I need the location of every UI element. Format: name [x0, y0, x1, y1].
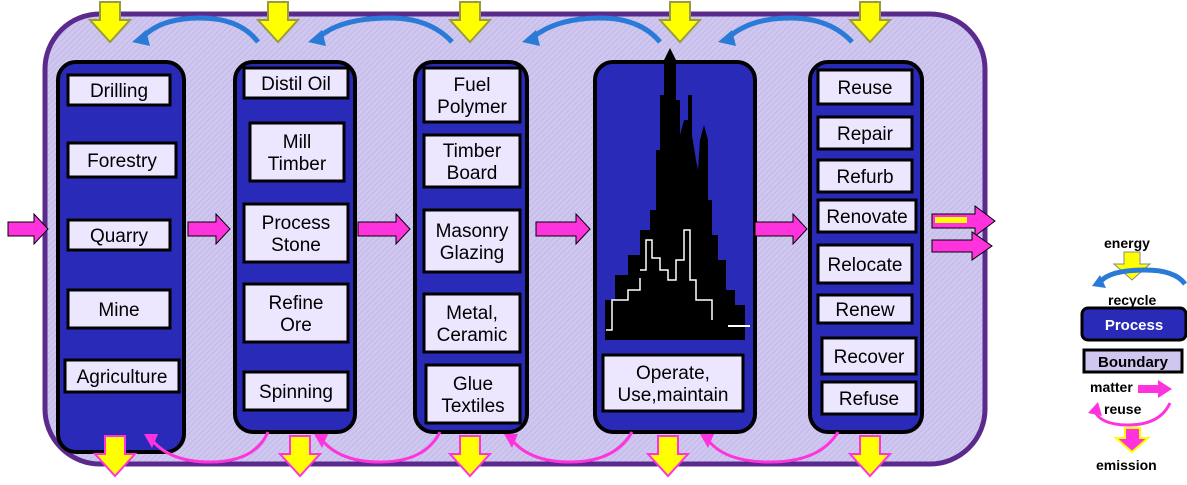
process-box-label: Spinning [259, 382, 333, 403]
process-box-label: Repair [837, 124, 894, 145]
recycle-arrow-icon [140, 15, 260, 44]
reuse-arrow-icon [706, 431, 840, 464]
emission-arrow-icon [645, 435, 691, 478]
recycle-arrow-icon [726, 15, 854, 44]
emission-arrow-icon [277, 435, 323, 478]
process-box-label: Renew [835, 300, 894, 321]
legend-process-swatch [1080, 306, 1187, 342]
process-box-label: Agriculture [77, 367, 168, 388]
matter-arrow-icon [187, 212, 231, 246]
process-box: Renew [816, 293, 914, 325]
process-box: Forestry [66, 141, 178, 179]
legend: energy recycle Process Boundary matter r… [1080, 235, 1187, 473]
reuse-arrow-icon [150, 431, 270, 464]
process-box: Operate,Use,maintain [601, 353, 745, 413]
legend-reuse-arrow-icon [1092, 402, 1172, 427]
process-box: Spinning [242, 370, 350, 412]
reuse-arrow-icon [510, 431, 634, 464]
process-box: Refuse [820, 380, 918, 416]
process-box-label: Renovate [826, 207, 907, 228]
process-box: Metal,Ceramic [422, 292, 522, 354]
emission-arrow-icon [447, 435, 493, 478]
matter-arrow-icon [357, 212, 411, 246]
emission-arrow-icon [92, 435, 138, 478]
legend-energy-arrow-icon [1112, 251, 1152, 281]
legend-boundary-label: Boundary [1098, 354, 1169, 371]
energy-arrow-icon [657, 1, 703, 44]
process-box: Renovate [816, 198, 918, 234]
legend-emission-label: emission [1096, 457, 1157, 473]
process-box-label: Forestry [87, 151, 157, 172]
legend-reuse-label: reuse [1104, 401, 1142, 417]
process-box: Quarry [66, 218, 172, 252]
emission-arrow-icon [847, 435, 893, 478]
output-arrows [931, 205, 996, 261]
legend-matter-arrow-icon [1138, 380, 1172, 398]
energy-arrow-icon [255, 1, 301, 44]
legend-process-label: Process [1105, 317, 1163, 334]
process-box-label: Recover [834, 347, 905, 368]
recycle-arrow-icon [316, 15, 454, 44]
energy-arrow-icon [87, 1, 133, 44]
process-box-label: Refuse [839, 389, 899, 410]
process-box-label: Metal,Ceramic [437, 303, 508, 346]
legend-recycle-arrow-icon [1098, 267, 1187, 286]
legend-emission-arrow-icon [1113, 427, 1151, 454]
matter-arrow-icon [754, 212, 808, 246]
process-box-label: Quarry [90, 226, 149, 247]
process-box-label: Relocate [828, 255, 903, 276]
process-box-label: Operate,Use,maintain [618, 363, 729, 406]
process-box: Agriculture [63, 358, 181, 394]
legend-energy-label: energy [1104, 235, 1150, 251]
legend-recycle-label: recycle [1108, 292, 1156, 308]
process-box: Relocate [816, 243, 914, 285]
process-box: Refurb [816, 158, 914, 194]
energy-arrow-icon [847, 1, 893, 44]
process-box: Repair [816, 115, 914, 151]
city-skyline-icon [605, 48, 750, 340]
matter-arrow-icon [7, 212, 49, 246]
process-box: Distil Oil [242, 66, 350, 100]
process-box: Mine [66, 288, 172, 330]
process-box-label: Mine [98, 300, 139, 321]
process-box: Drilling [66, 73, 172, 107]
process-box-label: Drilling [90, 81, 148, 102]
recycle-arrow-icon [530, 15, 662, 44]
legend-boundary-swatch [1082, 348, 1184, 374]
process-box-label: Distil Oil [261, 74, 331, 95]
process-box-label: Reuse [838, 78, 893, 99]
process-box-label: Refurb [836, 167, 893, 188]
process-box: Recover [820, 336, 918, 376]
process-box: Reuse [816, 68, 914, 106]
reuse-arrow-icon [320, 431, 442, 464]
energy-arrow-icon [447, 1, 493, 44]
legend-matter-label: matter [1090, 379, 1133, 395]
matter-arrow-icon [535, 212, 591, 246]
